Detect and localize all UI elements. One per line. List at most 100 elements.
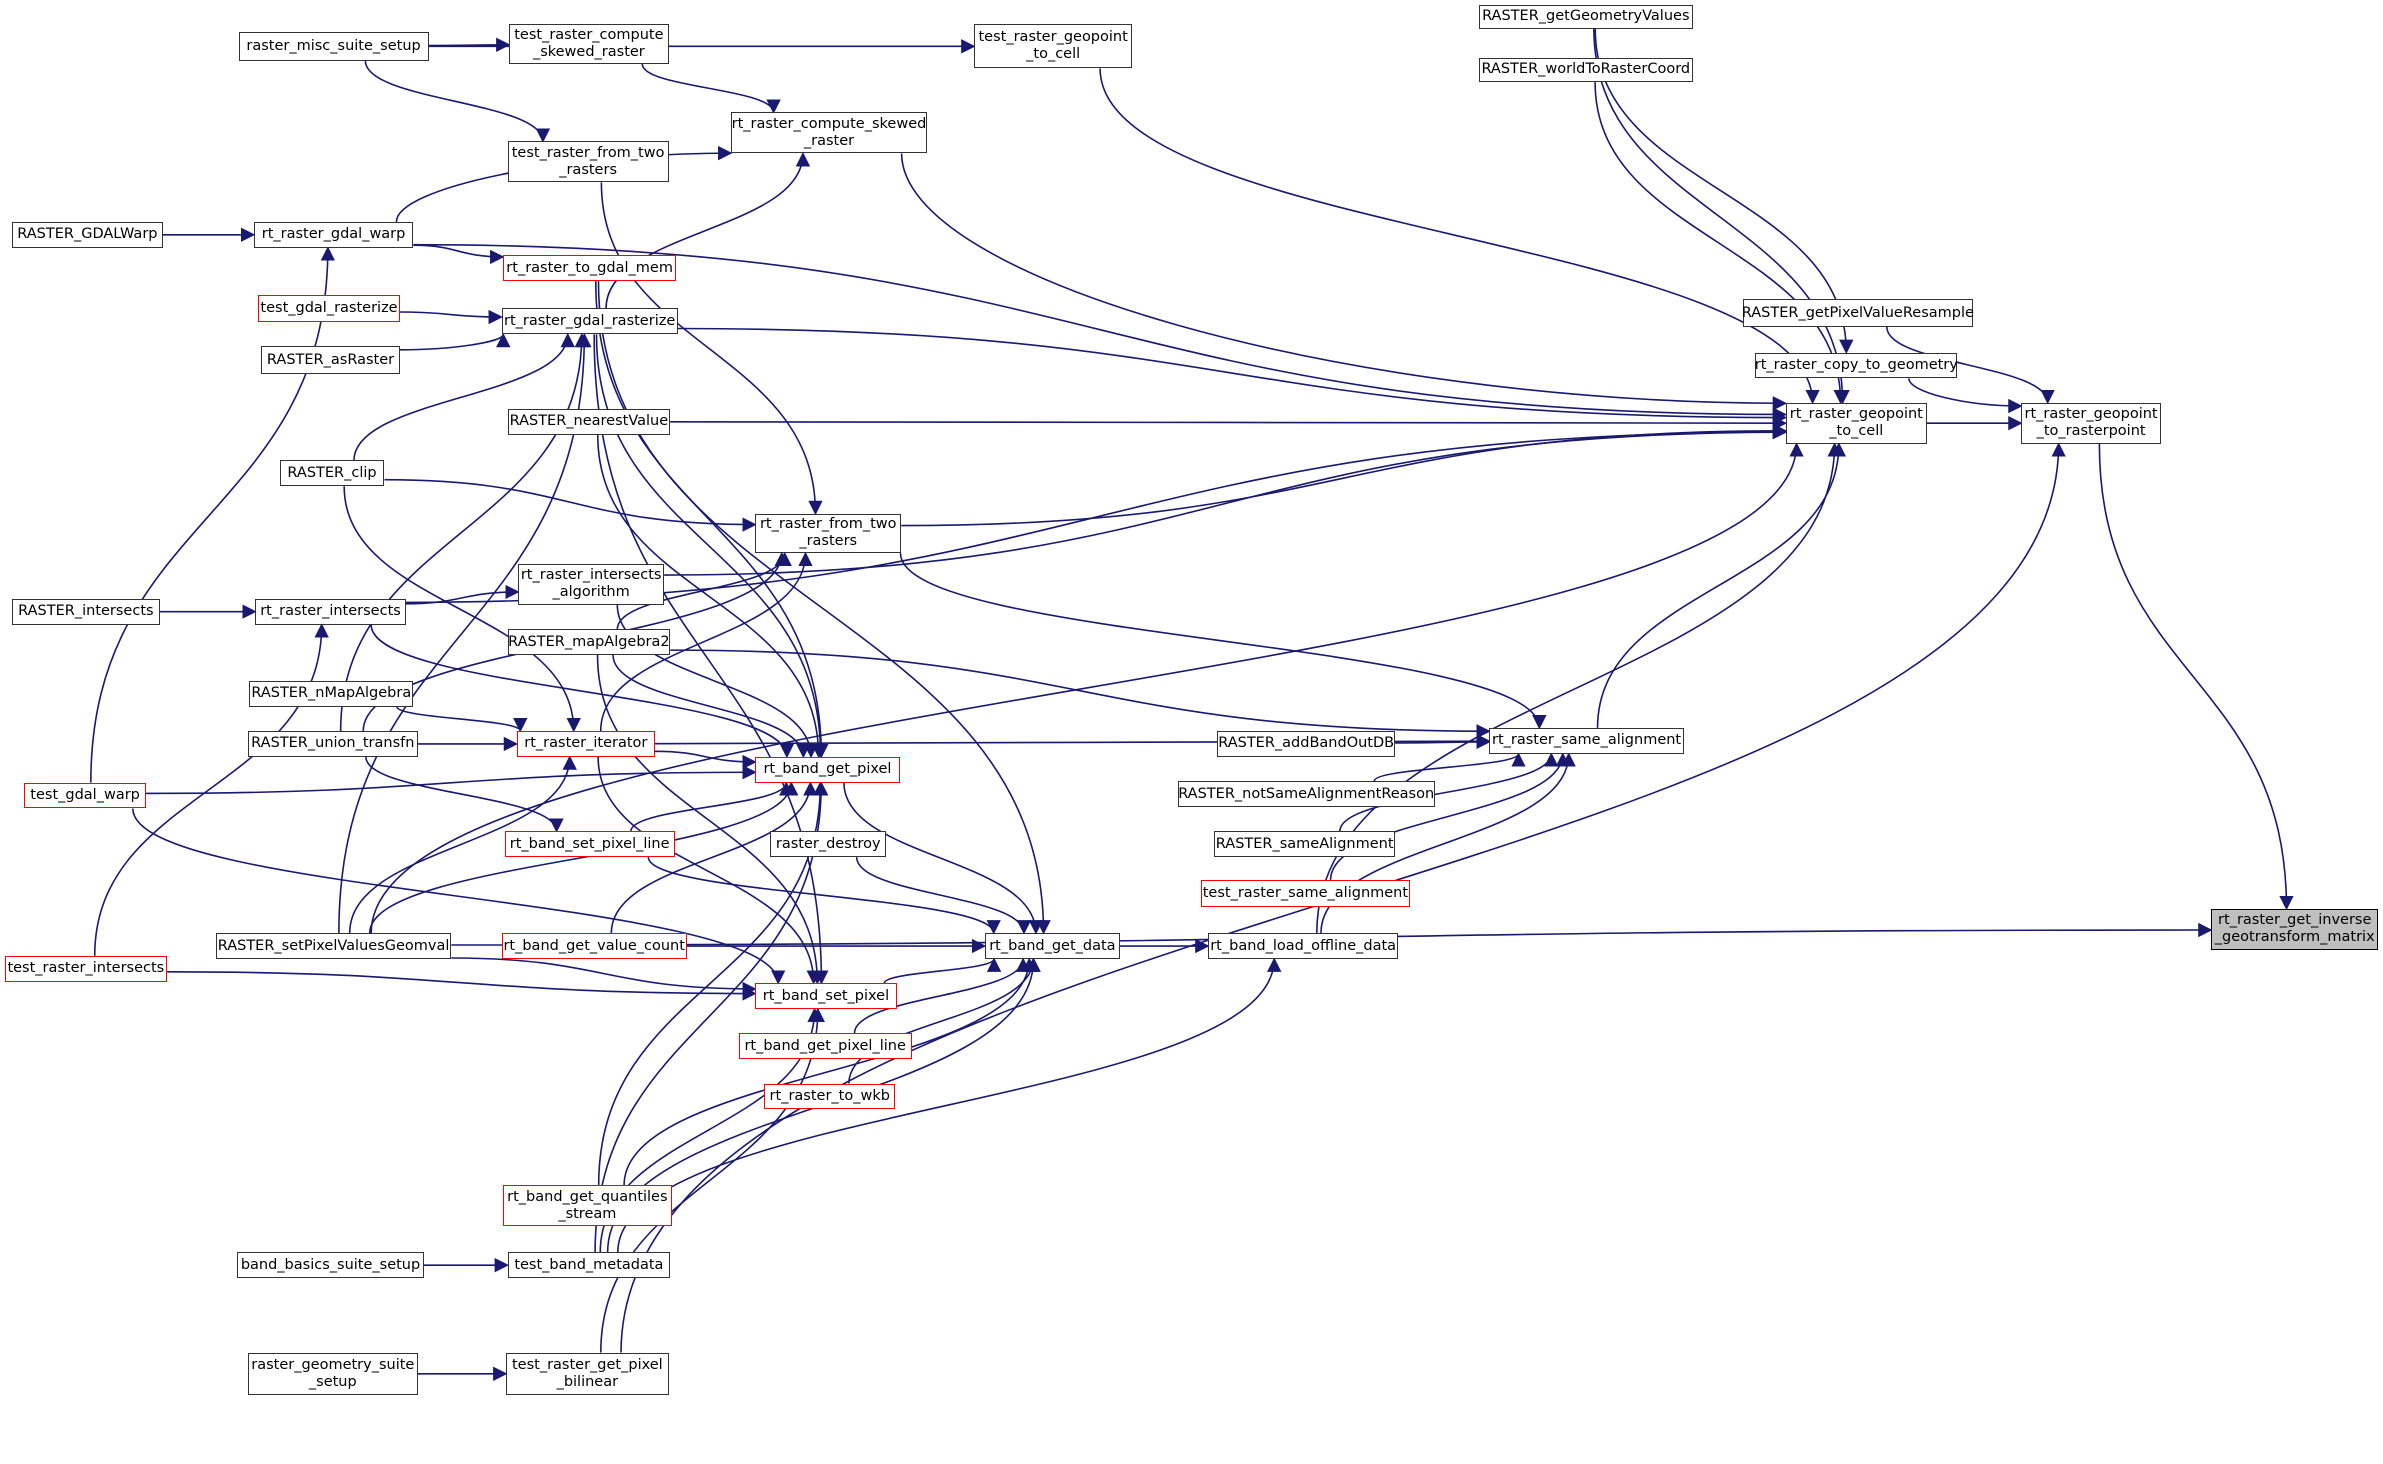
edge-toWkb-to-getData [848,957,1041,1084]
edge-iterator-to-getPixel [654,750,757,770]
edge-setPixValGeomval-to-setPixel [451,957,757,997]
node-label: rt_raster_intersects [260,603,401,620]
node-label: rt_raster_get_inverse _geotransform_matr… [2214,912,2375,946]
node-label: rt_raster_from_two _rasters [759,516,897,550]
node-label: rt_raster_gdal_warp [261,226,406,243]
graph-node[interactable]: rt_band_get_data [984,933,1121,959]
node-label: rt_band_get_pixel [763,761,892,778]
graph-node[interactable]: RASTER_clip [279,460,385,487]
node-label: RASTER_setPixelValuesGeomval [217,937,450,954]
node-label: RASTER_nMapAlgebra [251,685,412,702]
graph-node[interactable]: RASTER_notSameAlignmentReason [1177,781,1435,807]
node-label: test_raster_same_alignment [1202,885,1409,902]
graph-node[interactable]: test_raster_intersects [4,955,168,982]
node-label: RASTER_worldToRasterCoord [1481,61,1691,78]
graph-node[interactable]: rt_raster_to_gdal_mem [503,255,677,282]
graph-node[interactable]: rt_raster_gdal_warp [253,221,414,248]
graph-node[interactable]: rt_band_get_quantiles _stream [503,1185,672,1227]
graph-node[interactable]: rt_band_get_value_count [501,933,687,959]
node-label: rt_raster_to_wkb [769,1087,890,1104]
edge-testSameAlign-to-sameAlign [1329,752,1570,880]
node-label: rt_band_get_pixel_line [744,1037,906,1054]
node-label: rt_raster_same_alignment [1492,732,1682,749]
graph-node[interactable]: test_gdal_rasterize [258,294,400,323]
graph-node[interactable]: test_raster_geopoint _to_cell [974,24,1133,69]
graph-node[interactable]: RASTER_asRaster [261,346,400,374]
edge-rasterDestroy-to-getData [855,857,1032,935]
graph-node[interactable]: rt_raster_geopoint _to_cell [1785,402,1927,444]
graph-node[interactable]: rt_raster_geopoint _to_rasterpoint [2021,402,2161,444]
node-label: band_basics_suite_setup [240,1256,421,1273]
graph-node[interactable]: rt_raster_to_wkb [764,1083,896,1110]
graph-node[interactable]: test_raster_from_two _rasters [507,141,669,183]
edge-nearestValue-to-geo2cell [670,415,1788,431]
node-label: rt_band_get_value_count [503,937,685,954]
graph-node[interactable]: RASTER_GDALWarp [12,221,163,248]
graph-node[interactable]: RASTER_union_transfn [247,730,418,757]
graph-node[interactable]: RASTER_getGeometryValues [1478,4,1693,29]
node-label: RASTER_clip [287,464,377,481]
graph-node[interactable]: RASTER_sameAlignment [1214,831,1396,858]
root-node: rt_raster_get_inverse _geotransform_matr… [2211,908,2379,950]
edge-unionTransfn-to-setPixelLine [365,756,564,833]
graph-node[interactable]: RASTER_getPixelValueResample [1741,299,1974,327]
node-label: rt_raster_copy_to_geometry [1754,356,1958,373]
edge-computeSkewed-to-geo2cell [900,153,1788,411]
node-label: RASTER_nearestValue [509,413,669,430]
graph-node[interactable]: RASTER_nearestValue [507,408,671,435]
node-label: RASTER_addBandOutDB [1218,735,1395,752]
node-label: rt_raster_compute_skewed _raster [731,115,927,149]
edge-testGdalWarp-to-getPixel [145,765,757,795]
edge-testIntersects-to-setPixel [167,971,757,1001]
graph-node[interactable]: rt_raster_gdal_rasterize [501,308,678,335]
graph-node[interactable]: test_raster_get_pixel _bilinear [506,1352,669,1396]
node-label: RASTER_mapAlgebra2 [508,633,670,650]
edge-mapAlgebra2-to-sameAlign [670,649,1491,739]
graph-node[interactable]: rt_band_get_pixel_line [738,1033,912,1060]
graph-node[interactable]: rt_raster_intersects [255,598,406,625]
edge-testFromTwo-to-fromTwo [600,182,823,516]
node-label: raster_misc_suite_setup [246,37,421,54]
node-label: RASTER_getPixelValueResample [1741,304,1974,321]
graph-node[interactable]: RASTER_mapAlgebra2 [507,629,671,655]
edge-setPixValGeomval-to-getPixel [368,781,799,934]
node-label: raster_geometry_suite _setup [251,1356,415,1390]
graph-node[interactable]: raster_destroy [770,831,886,858]
graph-node[interactable]: RASTER_addBandOutDB [1217,730,1396,757]
edge-getPixel-to-getData [843,782,1044,935]
graph-node[interactable]: rt_raster_iterator [516,730,655,757]
edge-addBandOutDB-to-sameAlign [1395,734,1491,750]
graph-node[interactable]: RASTER_nMapAlgebra [249,680,414,707]
graph-node[interactable]: RASTER_intersects [12,598,160,625]
graph-node[interactable]: rt_band_set_pixel_line [504,831,675,858]
graph-node[interactable]: test_raster_compute _skewed_raster [509,24,669,64]
graph-node[interactable]: rt_raster_from_two _rasters [755,513,902,554]
graph-node[interactable]: rt_raster_copy_to_geometry [1754,352,1958,379]
edge-miscSetup-to-testFromTwo [364,60,551,143]
graph-node[interactable]: rt_band_get_pixel [755,756,900,783]
graph-node[interactable]: rt_raster_same_alignment [1489,727,1684,754]
edge-intersectsAlgo-to-geo2cell [664,425,1788,576]
node-label: test_raster_from_two _rasters [511,144,665,178]
graph-node[interactable]: rt_raster_compute_skewed _raster [730,112,927,154]
node-label: rt_raster_to_gdal_mem [506,259,673,276]
graph-node[interactable]: raster_misc_suite_setup [238,31,429,61]
graph-node[interactable]: rt_band_set_pixel [755,983,897,1010]
edge-gdalWarp-to-toGdalMem [413,244,505,265]
edge-asRaster-to-gdalRasterize [399,332,511,351]
graph-node[interactable]: RASTER_worldToRasterCoord [1478,57,1693,83]
node-label: test_raster_geopoint _to_cell [978,29,1128,63]
edge-notSameAlignReason-to-sameAlign [1373,752,1526,782]
graph-node[interactable]: test_raster_same_alignment [1200,879,1411,908]
node-label: test_gdal_warp [30,787,140,804]
edge-testGeo2cell-to-geo2cell [1099,68,1820,405]
graph-node[interactable]: band_basics_suite_setup [237,1252,424,1279]
node-label: rt_band_get_quantiles _stream [507,1188,668,1222]
graph-node[interactable]: test_band_metadata [507,1252,671,1279]
graph-node[interactable]: test_gdal_warp [24,782,146,809]
edge-fromTwo-to-geo2cell [901,423,1788,527]
graph-node[interactable]: rt_raster_intersects _algorithm [518,563,665,605]
graph-node[interactable]: RASTER_setPixelValuesGeomval [215,933,452,959]
graph-node[interactable]: raster_geometry_suite _setup [247,1352,418,1396]
graph-node[interactable]: rt_band_load_offline_data [1208,933,1399,959]
